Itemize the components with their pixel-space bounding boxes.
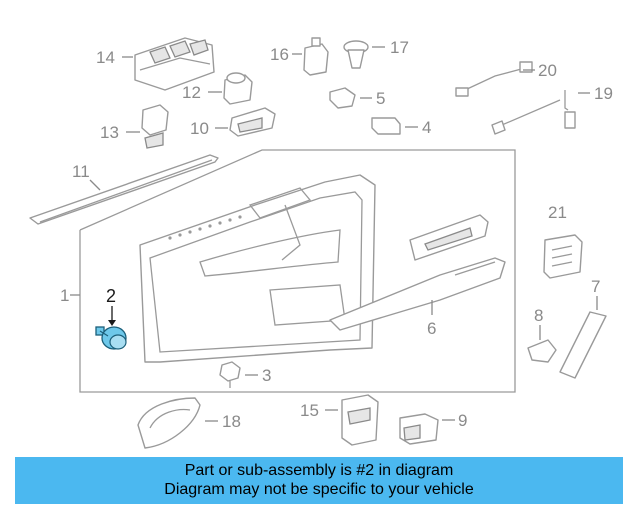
part-8 bbox=[527, 339, 557, 363]
callout-9: 9 bbox=[458, 411, 467, 430]
part-12-knob bbox=[223, 72, 253, 105]
callout-3: 3 bbox=[262, 366, 271, 385]
info-banner: Part or sub-assembly is #2 in diagram Di… bbox=[15, 457, 623, 504]
panel-frame bbox=[79, 149, 516, 393]
callout-20: 20 bbox=[538, 61, 557, 80]
callout-17: 17 bbox=[390, 38, 409, 57]
callout-15: 15 bbox=[300, 401, 319, 420]
part-17-clip bbox=[343, 40, 369, 69]
inner-handle bbox=[409, 214, 489, 261]
part-18-pull-cup bbox=[137, 397, 201, 449]
part-4 bbox=[371, 117, 401, 135]
parts-diagram: 1 2 3 4 5 6 7 8 9 10 11 12 13 14 15 16 1… bbox=[29, 37, 613, 449]
callout-8: 8 bbox=[534, 306, 543, 325]
part-14-window-switch bbox=[134, 37, 215, 91]
callout-4: 4 bbox=[422, 118, 431, 137]
callout-21: 21 bbox=[548, 203, 567, 222]
callout-10: 10 bbox=[190, 119, 209, 138]
callout-5: 5 bbox=[376, 89, 385, 108]
banner-line-2: Diagram may not be specific to your vehi… bbox=[164, 481, 474, 498]
callout-18: 18 bbox=[222, 412, 241, 431]
part-2-highlighted bbox=[95, 326, 127, 350]
callout-19: 19 bbox=[594, 84, 613, 103]
part-21-module bbox=[543, 234, 583, 279]
callout-13: 13 bbox=[100, 123, 119, 142]
part-10-switch bbox=[229, 107, 276, 137]
part-6-armrest-trim bbox=[329, 257, 506, 331]
callout-16: 16 bbox=[270, 45, 289, 64]
callout-7: 7 bbox=[591, 277, 600, 296]
part-9-switch bbox=[399, 413, 439, 445]
banner-line-1: Part or sub-assembly is #2 in diagram bbox=[184, 462, 454, 479]
callout-14: 14 bbox=[96, 48, 115, 67]
callout-1: 1 bbox=[60, 286, 69, 305]
part-20-wire-harness bbox=[455, 61, 533, 97]
part-15-switch bbox=[341, 394, 379, 446]
callout-12: 12 bbox=[182, 83, 201, 102]
callout-6: 6 bbox=[427, 319, 436, 338]
callout-11: 11 bbox=[72, 162, 90, 181]
door-panel bbox=[139, 174, 376, 363]
part-7-trim-strip bbox=[559, 311, 607, 379]
part-3-clip bbox=[219, 361, 241, 388]
callout-2: 2 bbox=[106, 286, 116, 306]
part-19-cable bbox=[491, 90, 576, 135]
part-16-connector bbox=[303, 37, 329, 76]
part-5 bbox=[329, 87, 356, 109]
part-11-seal-strip bbox=[29, 154, 219, 225]
part-13-switch bbox=[141, 104, 169, 149]
